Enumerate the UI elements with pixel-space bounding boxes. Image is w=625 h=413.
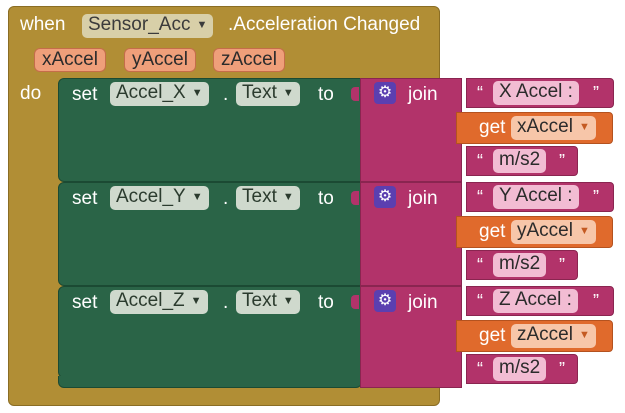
text-block-ms2[interactable]: “ m/s2 ” [466, 354, 578, 384]
event-name-label: .Acceleration Changed [228, 14, 421, 35]
puzzle-connector [351, 295, 359, 309]
text-field[interactable]: X Accel : [493, 81, 579, 105]
chevron-down-icon: ▼ [190, 295, 202, 307]
component-dropdown-accel-z[interactable]: Accel_Z ▼ [110, 290, 208, 314]
chevron-down-icon: ▼ [282, 87, 294, 99]
set-block-accel-x[interactable] [58, 78, 362, 182]
set-label: set [72, 292, 98, 313]
puzzle-connector [351, 87, 359, 101]
chevron-down-icon: ▼ [578, 121, 590, 133]
set-block-footer [58, 376, 362, 388]
chevron-down-icon: ▼ [578, 329, 590, 341]
variable-dropdown[interactable]: zAccel ▼ [511, 324, 596, 348]
do-label: do [20, 83, 42, 104]
text-field[interactable]: Y Accel : [493, 185, 579, 209]
quote-open: “ [477, 291, 483, 311]
gear-icon[interactable]: ⚙ [374, 186, 396, 208]
when-label: when [20, 14, 66, 35]
component-dropdown-value: Accel_X [116, 82, 186, 103]
component-dropdown-value: Accel_Y [116, 186, 186, 207]
dot-label: . [223, 188, 229, 209]
variable-dropdown-value: xAccel [517, 116, 573, 137]
quote-open: “ [477, 187, 483, 207]
chevron-down-icon: ▼ [191, 191, 203, 203]
get-block-zaccel[interactable]: get zAccel ▼ [456, 320, 613, 352]
join-label: join [408, 188, 438, 209]
component-dropdown-value: Sensor_Acc [88, 14, 191, 35]
property-dropdown-x[interactable]: Text ▼ [236, 82, 300, 106]
param-zaccel[interactable]: zAccel [213, 48, 285, 72]
text-block-ms2[interactable]: “ m/s2 ” [466, 250, 578, 280]
component-dropdown-accel-x[interactable]: Accel_X ▼ [110, 82, 209, 106]
quote-open: “ [477, 151, 483, 171]
property-dropdown-y[interactable]: Text ▼ [236, 186, 300, 210]
component-dropdown-value: Accel_Z [116, 290, 185, 311]
variable-dropdown[interactable]: yAccel ▼ [511, 220, 596, 244]
to-label: to [318, 84, 334, 105]
join-label: join [408, 292, 438, 313]
text-field[interactable]: m/s2 [493, 149, 547, 173]
get-block-yaccel[interactable]: get yAccel ▼ [456, 216, 613, 248]
text-block-ms2[interactable]: “ m/s2 ” [466, 146, 578, 176]
to-label: to [318, 292, 334, 313]
quote-open: “ [477, 359, 483, 379]
component-dropdown[interactable]: Sensor_Acc ▼ [82, 14, 214, 38]
set-block-accel-y[interactable] [58, 182, 362, 286]
variable-dropdown-value: zAccel [517, 324, 573, 345]
property-dropdown-z[interactable]: Text ▼ [236, 290, 300, 314]
property-dropdown-value: Text [242, 82, 277, 103]
property-dropdown-value: Text [242, 186, 277, 207]
quote-open: “ [477, 83, 483, 103]
gear-icon[interactable]: ⚙ [374, 82, 396, 104]
text-field[interactable]: m/s2 [493, 253, 547, 277]
text-block-x-accel[interactable]: “ X Accel : ” [466, 78, 614, 108]
quote-close: ” [593, 291, 599, 311]
chevron-down-icon: ▼ [578, 225, 590, 237]
dot-label: . [223, 84, 229, 105]
get-block-xaccel[interactable]: get xAccel ▼ [456, 112, 613, 144]
get-label: get [479, 221, 506, 242]
param-yaccel[interactable]: yAccel [124, 48, 196, 72]
variable-dropdown[interactable]: xAccel ▼ [511, 116, 596, 140]
puzzle-connector [351, 191, 359, 205]
chevron-down-icon: ▼ [196, 19, 208, 31]
chevron-down-icon: ▼ [282, 295, 294, 307]
quote-close: ” [559, 255, 565, 275]
variable-dropdown-value: yAccel [517, 220, 573, 241]
chevron-down-icon: ▼ [191, 87, 203, 99]
get-label: get [479, 325, 506, 346]
set-block-accel-z[interactable] [58, 286, 362, 378]
component-dropdown-accel-y[interactable]: Accel_Y ▼ [110, 186, 209, 210]
quote-close: ” [593, 83, 599, 103]
text-field[interactable]: Z Accel : [493, 289, 578, 313]
quote-close: ” [559, 151, 565, 171]
join-label: join [408, 84, 438, 105]
quote-close: ” [593, 187, 599, 207]
set-label: set [72, 84, 98, 105]
text-field[interactable]: m/s2 [493, 357, 547, 381]
text-block-z-accel[interactable]: “ Z Accel : ” [466, 286, 614, 316]
get-label: get [479, 117, 506, 138]
property-dropdown-value: Text [242, 290, 277, 311]
quote-close: ” [559, 359, 565, 379]
gear-icon[interactable]: ⚙ [374, 290, 396, 312]
set-label: set [72, 188, 98, 209]
quote-open: “ [477, 255, 483, 275]
dot-label: . [223, 292, 229, 313]
chevron-down-icon: ▼ [282, 191, 294, 203]
to-label: to [318, 188, 334, 209]
param-xaccel[interactable]: xAccel [34, 48, 106, 72]
text-block-y-accel[interactable]: “ Y Accel : ” [466, 182, 614, 212]
